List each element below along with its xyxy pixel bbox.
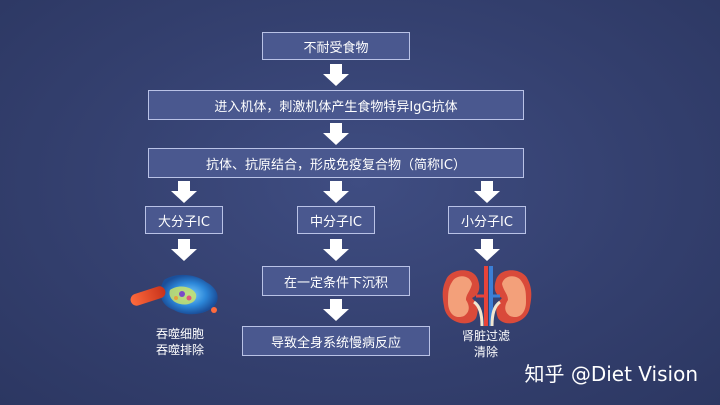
- phagocyte-caption-line1: 吞噬细胞: [155, 327, 204, 341]
- kidney-caption: 肾脏过滤 清除: [456, 328, 516, 360]
- kidney-caption-line1: 肾脏过滤: [461, 329, 510, 343]
- arrow-down-large: [171, 181, 197, 203]
- node-chronic: 导致全身系统慢病反应: [242, 326, 430, 356]
- arrow-down-2: [323, 123, 349, 145]
- node-large-ic: 大分子IC: [145, 206, 223, 234]
- node-antibody-bind: 抗体、抗原结合，形成免疫复合物（简称IC）: [148, 148, 524, 178]
- arrow-down-deposit: [323, 299, 349, 321]
- arrow-down-small: [474, 181, 500, 203]
- kidney-caption-line2: 清除: [473, 345, 498, 359]
- node-medium-ic: 中分子IC: [297, 206, 375, 234]
- kidney-icon: [440, 266, 534, 326]
- node-food-intolerance: 不耐受食物: [262, 32, 410, 60]
- phagocyte-caption-line2: 吞噬排除: [155, 343, 204, 357]
- arrow-down-large-2: [171, 239, 197, 261]
- phagocyte-caption: 吞噬细胞 吞噬排除: [150, 326, 210, 358]
- node-small-ic: 小分子IC: [448, 206, 526, 234]
- arrow-down-medium-2: [323, 239, 349, 261]
- node-enter-body: 进入机体，刺激机体产生食物特异IgG抗体: [148, 90, 524, 120]
- phagocyte-icon: [126, 270, 226, 318]
- arrow-down-medium: [323, 181, 349, 203]
- arrow-down-1: [323, 64, 349, 86]
- node-deposit: 在一定条件下沉积: [262, 266, 410, 296]
- watermark: 知乎 @Diet Vision: [524, 362, 698, 386]
- arrow-down-small-2: [474, 239, 500, 261]
